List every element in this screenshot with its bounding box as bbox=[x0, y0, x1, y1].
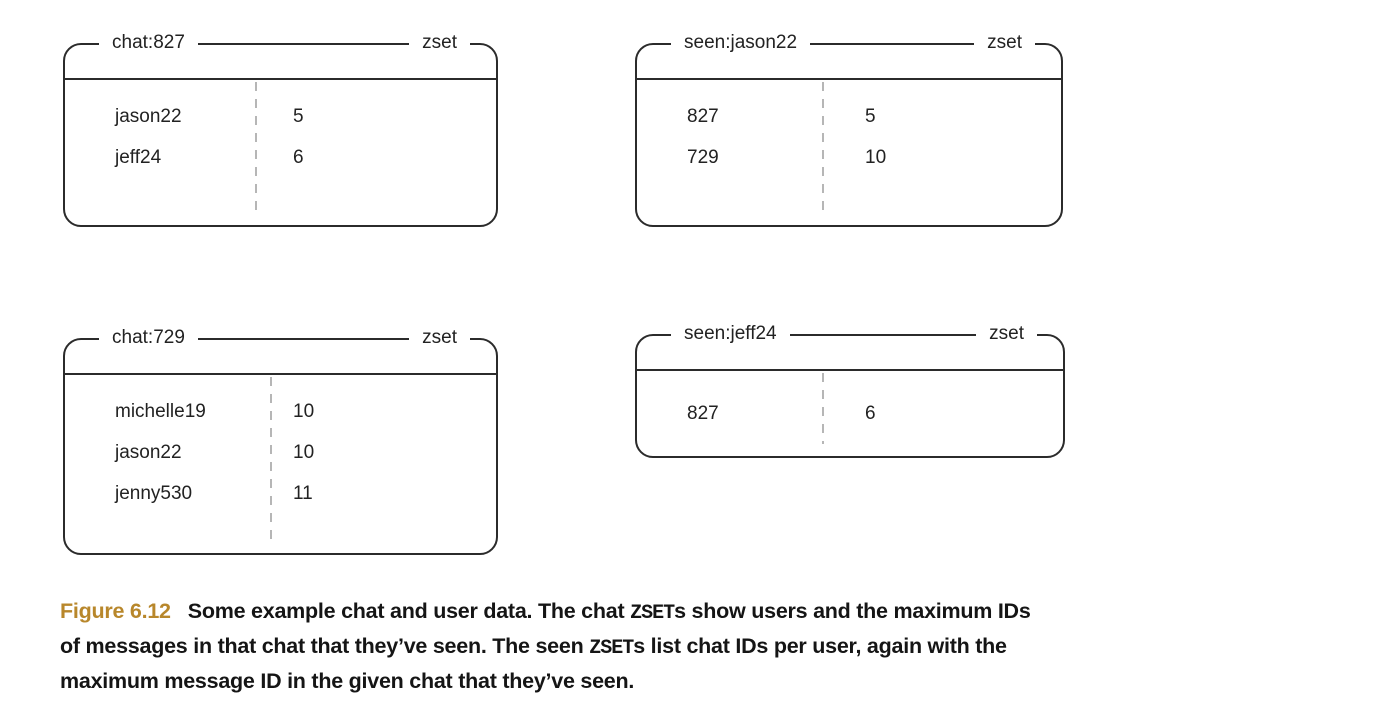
caption-line-1: Figure 6.12 Some example chat and user da… bbox=[60, 595, 1370, 630]
figure-caption: Figure 6.12 Some example chat and user da… bbox=[60, 595, 1370, 697]
zset-box-body: 827 6 bbox=[637, 369, 1063, 456]
caption-line-3: maximum message ID in the given chat tha… bbox=[60, 665, 1370, 697]
zset-box-body: 827 5 729 10 bbox=[637, 78, 1061, 225]
zset-row: 827 6 bbox=[637, 393, 1063, 434]
zset-type-label: zset bbox=[976, 321, 1037, 347]
zset-row: jason22 5 bbox=[65, 96, 496, 137]
zset-type-label: zset bbox=[409, 30, 470, 56]
zset-box-seen-jeff24: seen:jeff24 zset 827 6 bbox=[635, 321, 1065, 458]
zset-key-label: seen:jason22 bbox=[671, 30, 811, 56]
zset-row: michelle19 10 bbox=[65, 391, 496, 432]
zset-box-header: seen:jason22 zset bbox=[671, 30, 1035, 56]
zset-row: 827 5 bbox=[637, 96, 1061, 137]
member-cell: 827 bbox=[687, 402, 719, 424]
score-cell: 5 bbox=[865, 105, 876, 127]
score-cell: 10 bbox=[865, 146, 887, 168]
member-cell: jeff24 bbox=[115, 146, 162, 168]
score-cell: 11 bbox=[293, 482, 313, 504]
zset-box-chat-729: chat:729 zset michelle19 10 jason22 10 j… bbox=[63, 325, 498, 555]
member-cell: michelle19 bbox=[115, 400, 206, 422]
column-divider-dashed-line bbox=[822, 373, 824, 444]
member-cell: 729 bbox=[687, 146, 719, 168]
zset-type-label: zset bbox=[409, 325, 470, 351]
score-cell: 10 bbox=[293, 441, 315, 463]
zset-box-header: chat:827 zset bbox=[99, 30, 470, 56]
column-divider-dashed-line bbox=[270, 377, 272, 541]
zset-row: jason22 10 bbox=[65, 432, 496, 473]
member-cell: jason22 bbox=[115, 105, 182, 127]
zset-box-seen-jason22: seen:jason22 zset 827 5 729 10 bbox=[635, 30, 1063, 227]
caption-line-2: of messages in that chat that they’ve se… bbox=[60, 630, 1370, 665]
zset-type-label: zset bbox=[974, 30, 1035, 56]
member-cell: 827 bbox=[687, 105, 719, 127]
zset-row: jeff24 6 bbox=[65, 137, 496, 178]
caption-text: s list chat IDs per user, again with the bbox=[633, 634, 1007, 658]
zset-box-body: michelle19 10 jason22 10 jenny530 11 bbox=[65, 373, 496, 553]
score-cell: 5 bbox=[293, 105, 304, 127]
zset-box-body: jason22 5 jeff24 6 bbox=[65, 78, 496, 225]
score-cell: 6 bbox=[293, 146, 304, 168]
zset-row: jenny530 11 bbox=[65, 473, 496, 514]
column-divider-dashed-line bbox=[255, 82, 257, 213]
zset-key-label: seen:jeff24 bbox=[671, 321, 790, 347]
zset-code-term: ZSET bbox=[589, 637, 634, 660]
score-cell: 10 bbox=[293, 400, 315, 422]
zset-box-header: seen:jeff24 zset bbox=[671, 321, 1037, 347]
caption-text: of messages in that chat that they’ve se… bbox=[60, 634, 590, 658]
member-cell: jenny530 bbox=[115, 482, 193, 504]
score-cell: 6 bbox=[865, 402, 876, 424]
caption-text: Some example chat and user data. The cha… bbox=[187, 599, 631, 623]
zset-row: 729 10 bbox=[637, 137, 1061, 178]
zset-box-chat-827: chat:827 zset jason22 5 jeff24 6 bbox=[63, 30, 498, 227]
caption-text: s show users and the maximum IDs bbox=[674, 599, 1031, 623]
column-divider-dashed-line bbox=[822, 82, 824, 213]
zset-box-header: chat:729 zset bbox=[99, 325, 470, 351]
zset-key-label: chat:827 bbox=[99, 30, 198, 56]
caption-text: maximum message ID in the given chat tha… bbox=[60, 669, 635, 693]
figure-label: Figure 6.12 bbox=[60, 599, 171, 623]
zset-code-term: ZSET bbox=[630, 602, 675, 625]
zset-key-label: chat:729 bbox=[99, 325, 198, 351]
member-cell: jason22 bbox=[115, 441, 182, 463]
